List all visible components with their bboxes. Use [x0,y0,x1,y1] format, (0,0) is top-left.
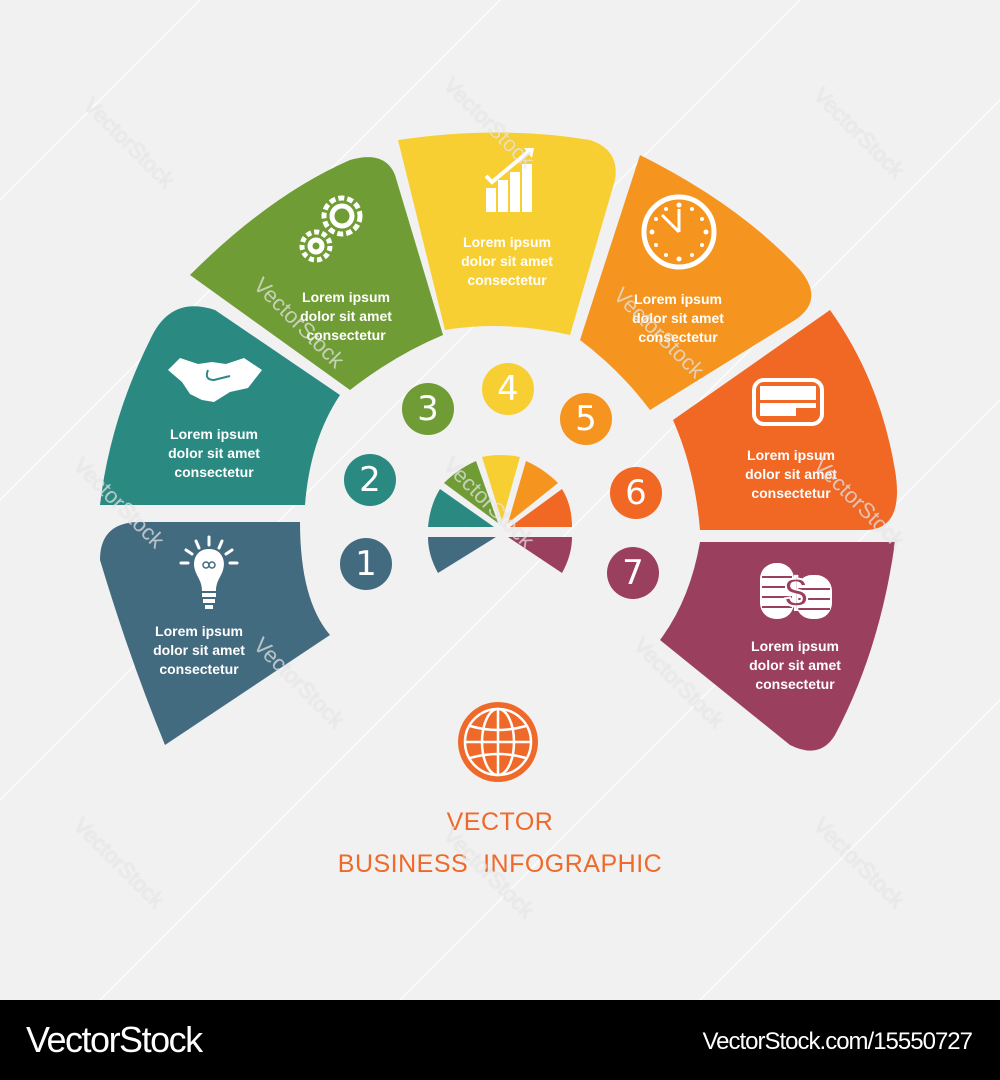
text-line: Lorem ipsum [463,234,551,250]
step-number-2: 2 [344,454,396,506]
text-line: dolor sit amet [461,253,553,269]
lightbulb-icon [179,535,239,609]
text-line: Lorem ipsum [751,638,839,654]
infographic: 1 2 3 4 5 6 7 [0,0,1000,1000]
step-number-4: 4 [482,363,534,415]
text-line: consectetur [467,272,547,288]
text-line: Lorem ipsum [155,623,243,639]
text-line: dolor sit amet [749,657,841,673]
text-line: Lorem ipsum [747,447,835,463]
credit-card-icon [752,378,824,426]
text-line: dolor sit amet [153,642,245,658]
dollar-coins-icon: $ [760,563,832,619]
text-line: consectetur [751,485,831,501]
step-number-1: 1 [340,538,392,590]
clock-icon [641,194,717,270]
segment-1-shape [100,522,330,745]
text-line: Lorem ipsum [634,291,722,307]
text-line: consectetur [159,661,239,677]
step-number-7: 7 [607,547,659,599]
text-line: dolor sit amet [300,308,392,324]
text-line: Lorem ipsum [170,426,258,442]
svg-text:$: $ [784,569,807,616]
segment-5-text: Lorem ipsum dolor sit amet consectetur [603,290,753,347]
segment-2-shape [100,306,340,505]
segment-4-text: Lorem ipsum dolor sit amet consectetur [432,233,582,290]
footer-url: VectorStock.com/15550727 [702,1028,973,1055]
segment-7-text: Lorem ipsum dolor sit amet consectetur [720,637,870,694]
text-line: consectetur [755,676,835,692]
text-line: consectetur [638,329,718,345]
segment-1-text: Lorem ipsum dolor sit amet consectetur [124,622,274,679]
text-line: Lorem ipsum [302,289,390,305]
footer-brand: VectorStock [26,1019,203,1060]
text-line: dolor sit amet [168,445,260,461]
segment-shapes [0,0,1000,1000]
title-line-1: VECTOR [446,808,554,836]
segment-3-shape [190,157,443,390]
gears-icon [299,195,363,263]
step-number-3: 3 [402,383,454,435]
segment-4-shape [398,132,616,335]
text-line: consectetur [306,327,386,343]
handshake-icon [168,358,262,402]
segment-6-shape [673,310,897,530]
growth-chart-icon [484,148,534,212]
title-line-2: BUSINESS INFOGRAPHIC [337,850,663,878]
segment-6-text: Lorem ipsum dolor sit amet consectetur [716,446,866,503]
segment-2-text: Lorem ipsum dolor sit amet consectetur [139,425,289,482]
step-number-5: 5 [560,393,612,445]
globe-icon [458,702,538,782]
segment-5-shape [580,155,812,410]
text-line: consectetur [174,464,254,480]
step-number-6: 6 [610,467,662,519]
text-line: dolor sit amet [632,310,724,326]
text-line: dolor sit amet [745,466,837,482]
segment-3-text: Lorem ipsum dolor sit amet consectetur [271,288,421,345]
segment-7-shape [660,542,895,751]
mini-pie-chart [428,455,572,573]
footer-bar: VectorStock VectorStock.com/15550727 [0,1000,1000,1080]
